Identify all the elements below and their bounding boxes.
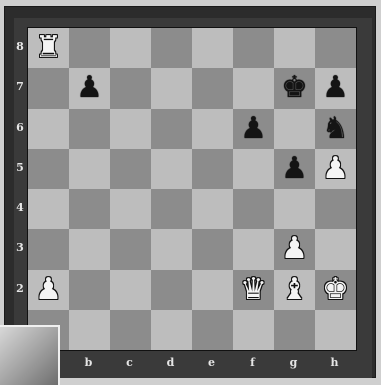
square-e4: [192, 189, 233, 229]
black-knight-icon: ♞: [322, 114, 349, 144]
overlapping-page-corner: [0, 325, 60, 385]
rank-label-3: 3: [14, 241, 26, 254]
black-pawn-icon: ♟: [322, 73, 349, 103]
square-f1: [233, 310, 274, 350]
square-h5: ♟: [315, 149, 356, 189]
square-e5: [192, 149, 233, 189]
square-g2: ♝: [274, 270, 315, 310]
black-pawn-icon: ♟: [76, 73, 103, 103]
square-f8: [233, 28, 274, 68]
square-c4: [110, 189, 151, 229]
square-e2: [192, 270, 233, 310]
white-pawn-icon: ♟: [322, 154, 349, 184]
square-d5: [151, 149, 192, 189]
file-label-g: g: [284, 356, 304, 369]
square-d2: [151, 270, 192, 310]
square-b2: [69, 270, 110, 310]
square-d6: [151, 109, 192, 149]
file-label-e: e: [202, 356, 222, 369]
square-h1: [315, 310, 356, 350]
rank-label-6: 6: [14, 121, 26, 134]
square-c5: [110, 149, 151, 189]
square-b5: [69, 149, 110, 189]
square-b3: [69, 229, 110, 269]
square-a8: ♜: [28, 28, 69, 68]
square-a2: ♟: [28, 270, 69, 310]
square-d7: [151, 68, 192, 108]
white-king-icon: ♚: [322, 275, 349, 305]
square-a3: [28, 229, 69, 269]
file-label-f: f: [243, 356, 263, 369]
square-g4: [274, 189, 315, 229]
square-f3: [233, 229, 274, 269]
white-pawn-icon: ♟: [281, 234, 308, 264]
square-b6: [69, 109, 110, 149]
file-label-d: d: [161, 356, 181, 369]
square-e8: [192, 28, 233, 68]
square-d8: [151, 28, 192, 68]
square-h4: [315, 189, 356, 229]
square-c7: [110, 68, 151, 108]
square-d3: [151, 229, 192, 269]
square-d1: [151, 310, 192, 350]
square-f5: [233, 149, 274, 189]
square-c8: [110, 28, 151, 68]
square-b7: ♟: [69, 68, 110, 108]
square-h6: ♞: [315, 109, 356, 149]
square-b8: [69, 28, 110, 68]
square-c3: [110, 229, 151, 269]
square-f2: ♛: [233, 270, 274, 310]
square-g7: ♚: [274, 68, 315, 108]
square-h7: ♟: [315, 68, 356, 108]
square-a6: [28, 109, 69, 149]
square-c2: [110, 270, 151, 310]
white-bishop-icon: ♝: [281, 275, 308, 305]
rank-label-2: 2: [14, 282, 26, 295]
square-f7: [233, 68, 274, 108]
square-g5: ♟: [274, 149, 315, 189]
rank-label-4: 4: [14, 201, 26, 214]
square-e3: [192, 229, 233, 269]
square-f4: [233, 189, 274, 229]
square-a4: [28, 189, 69, 229]
square-g8: [274, 28, 315, 68]
white-queen-icon: ♛: [240, 275, 267, 305]
file-label-b: b: [79, 356, 99, 369]
square-b1: [69, 310, 110, 350]
square-d4: [151, 189, 192, 229]
rank-label-8: 8: [14, 40, 26, 53]
square-e7: [192, 68, 233, 108]
square-h8: [315, 28, 356, 68]
square-g6: [274, 109, 315, 149]
black-pawn-icon: ♟: [281, 154, 308, 184]
square-c1: [110, 310, 151, 350]
white-pawn-icon: ♟: [35, 275, 62, 305]
file-label-h: h: [325, 356, 345, 369]
black-king-icon: ♚: [281, 73, 308, 103]
black-pawn-icon: ♟: [240, 114, 267, 144]
square-e6: [192, 109, 233, 149]
chessboard: ♜ ♟ ♚ ♟ ♟ ♞ ♟ ♟ ♟ ♟ ♛ ♝ ♚: [27, 27, 357, 351]
square-h3: [315, 229, 356, 269]
file-label-c: c: [120, 356, 140, 369]
white-rook-icon: ♜: [35, 33, 62, 63]
square-a5: [28, 149, 69, 189]
square-h2: ♚: [315, 270, 356, 310]
square-f6: ♟: [233, 109, 274, 149]
square-c6: [110, 109, 151, 149]
rank-label-5: 5: [14, 161, 26, 174]
square-b4: [69, 189, 110, 229]
square-a7: [28, 68, 69, 108]
rank-label-7: 7: [14, 80, 26, 93]
square-g1: [274, 310, 315, 350]
square-e1: [192, 310, 233, 350]
square-g3: ♟: [274, 229, 315, 269]
